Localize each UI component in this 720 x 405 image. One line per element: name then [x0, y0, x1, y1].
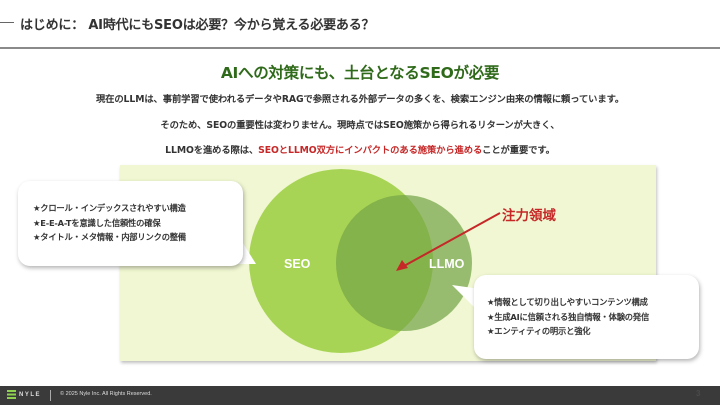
header-accent-line [0, 22, 14, 23]
nyle-logo: NYLE [7, 390, 41, 399]
llmo-bubble: ★情報として切り出しやすいコンテンツ構成 ★生成AIに信頼される独自情報・体験の… [474, 275, 699, 359]
paragraph-highlight: SEOとLLMO双方にインパクトのある施策から進める [258, 145, 483, 156]
paragraph-line-2: そのため、SEOの重要性は変わりません。現時点ではSEO施策から得られるリターン… [160, 120, 560, 131]
seo-label: SEO [284, 257, 311, 271]
arrow-icon [396, 212, 501, 271]
list-item: ★情報として切り出しやすいコンテンツ構成 [487, 297, 648, 307]
page-number: 3 [696, 389, 701, 398]
llmo-bubble-tail [452, 285, 480, 313]
paragraph-line-3: LLMOを進める際は、SEOとLLMO双方にインパクトのある施策から進めることが… [0, 142, 720, 156]
seo-bubble: ★クロール・インデックスされやすい構造 ★E-E-A-Tを意識した信頼性の確保 … [18, 181, 243, 266]
logo-text: NYLE [19, 391, 42, 398]
headline: AIへの対策にも、土台となるSEOが必要 [220, 64, 500, 82]
list-item: ★エンティティの明示と強化 [487, 326, 591, 336]
llmo-practice-list: ★情報として切り出しやすいコンテンツ構成 ★生成AIに信頼される独自情報・体験の… [487, 295, 649, 339]
focus-area-label: 注力領域 [502, 208, 556, 224]
footer-separator [50, 390, 51, 401]
paragraph-line-3-prefix: LLMOを進める際は、 [165, 145, 259, 156]
llmo-label: LLMO [429, 257, 465, 271]
list-item: ★E-E-A-Tを意識した信頼性の確保 [33, 217, 161, 228]
list-item: ★クロール・インデックスされやすい構造 [33, 203, 186, 213]
list-item: ★タイトル・メタ情報・内部リンクの整備 [33, 232, 186, 242]
paragraph-line-1: 現在のLLMは、事前学習で使われるデータやRAGで参照される外部データの多くを、… [95, 94, 625, 105]
header-divider [0, 47, 720, 49]
nyle-logo-icon [7, 390, 16, 399]
footer: NYLE © 2025 Nyle Inc. All Rights Reserve… [0, 386, 720, 405]
copyright: © 2025 Nyle Inc. All Rights Reserved. [60, 391, 152, 397]
slide-title: はじめに： AI時代にもSEOは必要？今から覚える必要ある？ [20, 18, 375, 33]
seo-practice-list: ★クロール・インデックスされやすい構造 ★E-E-A-Tを意識した信頼性の確保 … [33, 201, 186, 245]
list-item: ★生成AIに信頼される独自情報・体験の発信 [487, 311, 650, 322]
paragraph-line-3-suffix: ことが重要です。 [482, 145, 555, 156]
